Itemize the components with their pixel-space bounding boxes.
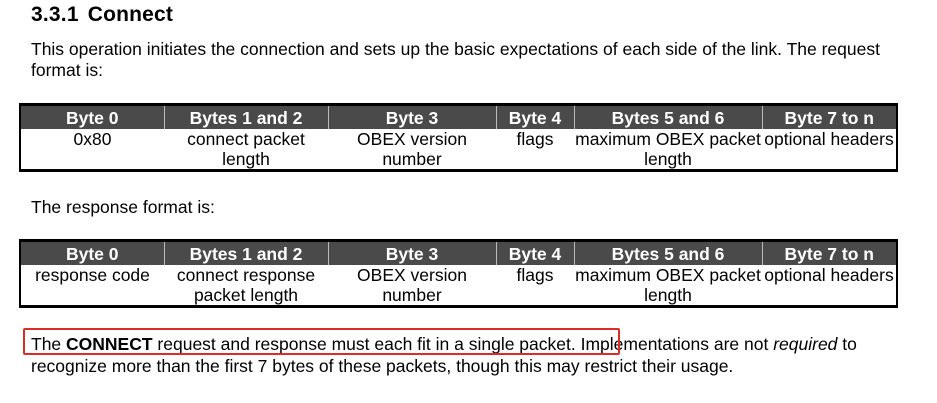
column-header: Bytes 1 and 2 <box>163 103 328 129</box>
section-number: 3.3.1 <box>31 3 79 26</box>
highlight-box <box>23 328 620 355</box>
table-cell: OBEX version number <box>328 129 496 172</box>
table-cell: optional headers <box>762 265 898 308</box>
table-cell: connect packet length <box>164 129 328 172</box>
request-format-table: Byte 0 Bytes 1 and 2 Byte 3 Byte 4 Bytes… <box>19 103 898 172</box>
closing-text: Implementations are not <box>575 334 774 354</box>
column-header: Bytes 5 and 6 <box>573 103 762 129</box>
table-cell: connect response packet length <box>164 265 328 308</box>
table-cell: flags <box>496 265 574 308</box>
table-cell: optional headers <box>762 129 898 172</box>
table-cell: maximum OBEX packet length <box>574 265 762 308</box>
response-format-table: Byte 0 Bytes 1 and 2 Byte 3 Byte 4 Bytes… <box>19 239 898 308</box>
closing-paragraph: The CONNECT request and response must ea… <box>31 333 901 377</box>
table-cell: OBEX version number <box>328 265 496 308</box>
column-header: Byte 4 <box>495 103 574 129</box>
table-cell: response code <box>19 265 164 308</box>
table-row: response code connect response packet le… <box>19 265 898 308</box>
connect-keyword: CONNECT <box>66 334 153 354</box>
closing-prefix: The <box>31 334 67 354</box>
column-header: Byte 3 <box>327 239 496 265</box>
response-format-label: The response format is: <box>31 197 215 217</box>
intro-paragraph: This operation initiates the connection … <box>31 39 880 80</box>
closing-text-end: to recognize more than the first 7 bytes… <box>31 334 857 376</box>
column-header: Byte 0 <box>19 103 164 129</box>
table-header-row: Byte 0 Bytes 1 and 2 Byte 3 Byte 4 Bytes… <box>19 239 898 265</box>
table-cell: 0x80 <box>19 129 164 172</box>
closing-highlighted-text: request and response must each fit in a … <box>152 334 576 354</box>
table-cell: flags <box>496 129 574 172</box>
column-header: Byte 0 <box>19 239 164 265</box>
column-header: Bytes 1 and 2 <box>163 239 328 265</box>
table-cell: maximum OBEX packet length <box>574 129 762 172</box>
column-header: Byte 7 to n <box>761 103 898 129</box>
column-header: Byte 3 <box>327 103 496 129</box>
section-title: Connect <box>87 3 174 26</box>
column-header: Byte 7 to n <box>761 239 898 265</box>
section-heading: 3.3.1 Connect <box>31 3 173 27</box>
required-emphasis: required <box>773 334 838 354</box>
table-row: 0x80 connect packet length OBEX version … <box>19 129 898 172</box>
column-header: Byte 4 <box>495 239 574 265</box>
table-header-row: Byte 0 Bytes 1 and 2 Byte 3 Byte 4 Bytes… <box>19 103 898 129</box>
column-header: Bytes 5 and 6 <box>573 239 762 265</box>
